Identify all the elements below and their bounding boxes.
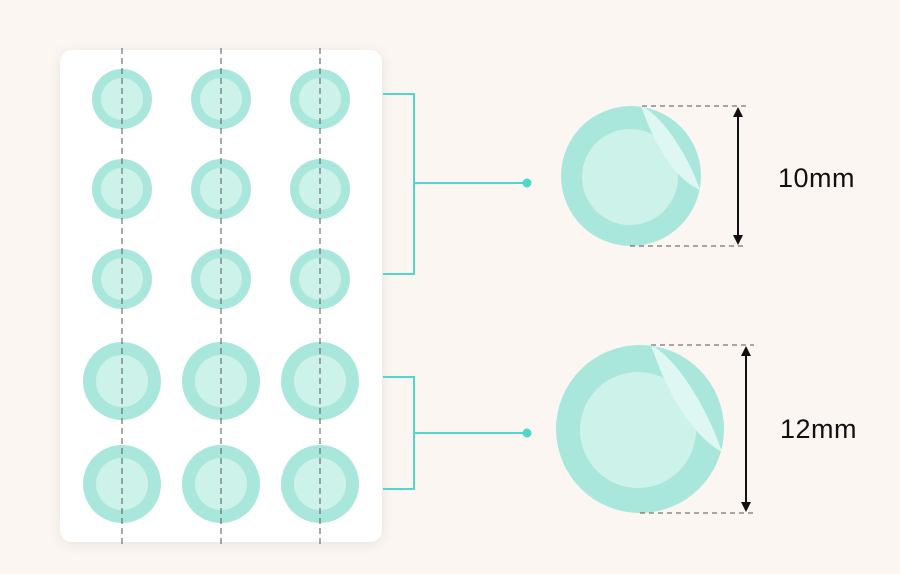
large-patch	[281, 445, 359, 523]
small-dim-arrow	[733, 107, 743, 245]
large-dim-arrow	[741, 346, 751, 512]
large-patch-detail	[556, 345, 724, 513]
small-patch-detail	[561, 106, 701, 246]
large-patch	[182, 445, 260, 523]
large-patches-connector-dot	[522, 428, 532, 438]
small-patches-bracket	[383, 93, 526, 275]
small-size-label: 10mm	[778, 163, 856, 193]
small-patches-connector-dot	[522, 178, 532, 188]
cut-guides	[121, 48, 321, 546]
large-patch	[83, 445, 161, 523]
large-patches-bracket	[383, 376, 526, 490]
large-size-label: 12mm	[780, 414, 858, 444]
